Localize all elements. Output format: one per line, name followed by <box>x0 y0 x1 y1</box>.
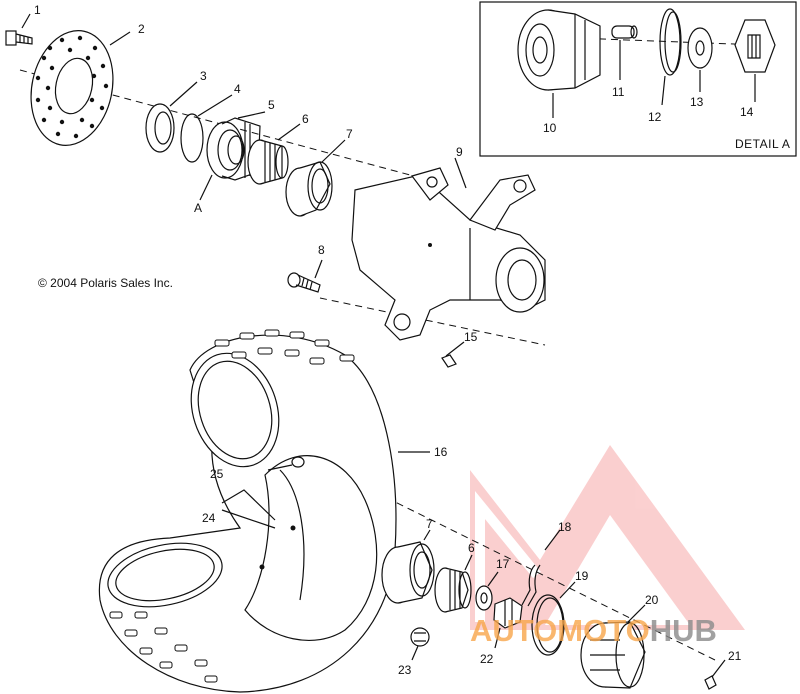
part-24-wheel-rim <box>221 455 378 641</box>
part-2-brake-disc <box>30 30 131 146</box>
callout-4: 4 <box>234 82 241 96</box>
part-12-seal-ring <box>659 8 682 76</box>
callout-6b: 6 <box>468 541 475 555</box>
callout-3: 3 <box>200 69 207 83</box>
part-18-cotter-pin <box>521 529 561 607</box>
part-1-bolt <box>5 13 33 46</box>
callout-7b: 7 <box>426 517 433 531</box>
callout-10: 10 <box>543 121 557 135</box>
part-10-hub <box>517 9 601 91</box>
part-21-screw <box>704 659 726 690</box>
detail-a-box <box>479 1 797 157</box>
part-20-hub-cap <box>580 604 646 689</box>
part-16-tire <box>98 329 430 693</box>
callout-25: 25 <box>210 467 224 481</box>
detail-a-label: DETAIL A <box>735 137 790 151</box>
callout-23: 23 <box>398 663 412 677</box>
callout-20: 20 <box>645 593 659 607</box>
callout-1: 1 <box>34 3 41 17</box>
part-9-spindle-housing <box>351 157 546 341</box>
part-25-valve-stem <box>267 456 305 471</box>
callout-8: 8 <box>318 243 325 257</box>
part-11-cap <box>611 25 638 39</box>
callout-11: 11 <box>612 85 625 99</box>
callout-5: 5 <box>268 98 275 112</box>
callout-12: 12 <box>648 110 662 124</box>
callout-17: 17 <box>496 557 510 571</box>
watermark-text: AUTOMOTOHUB <box>470 613 717 648</box>
callout-labels: 1 2 3 4 5 6 7 A 9 8 15 16 25 24 7 6 17 1… <box>34 3 754 677</box>
part-8-bolt <box>287 259 323 293</box>
callout-19: 19 <box>575 569 589 583</box>
callout-13: 13 <box>690 95 704 109</box>
part-17-washer <box>475 571 499 611</box>
callout-16: 16 <box>434 445 448 459</box>
watermark-text-part2: HUB <box>650 613 717 648</box>
part-22-nut <box>493 597 523 649</box>
part-7-bearing-cup <box>285 139 346 217</box>
copyright-text: © 2004 Polaris Sales Inc. <box>38 276 173 290</box>
callout-2: 2 <box>138 22 145 36</box>
part-23-lug-nut <box>410 627 430 661</box>
callout-a: A <box>194 201 202 215</box>
callout-18: 18 <box>558 520 572 534</box>
part-3-seal <box>145 81 198 153</box>
part-15-stud <box>441 341 465 368</box>
callout-9: 9 <box>456 145 463 159</box>
callout-14: 14 <box>740 105 754 119</box>
callout-24: 24 <box>202 511 216 525</box>
part-19-o-ring <box>531 581 576 656</box>
callout-6: 6 <box>302 112 309 126</box>
part-13-washer <box>687 27 713 69</box>
part-14-nut <box>734 19 776 73</box>
callout-21: 21 <box>728 649 742 663</box>
watermark-logo-icon <box>470 445 745 630</box>
part-6-bearing-cone <box>247 123 301 185</box>
callout-22: 22 <box>480 652 494 666</box>
watermark-text-part1: AUTOMOTO <box>470 613 650 648</box>
callout-15: 15 <box>464 330 478 344</box>
part-6-bearing-cone-lower <box>434 554 473 613</box>
part-7-bearing-cup-lower <box>381 529 435 604</box>
part-4-ring <box>180 94 233 163</box>
callout-7: 7 <box>346 127 353 141</box>
